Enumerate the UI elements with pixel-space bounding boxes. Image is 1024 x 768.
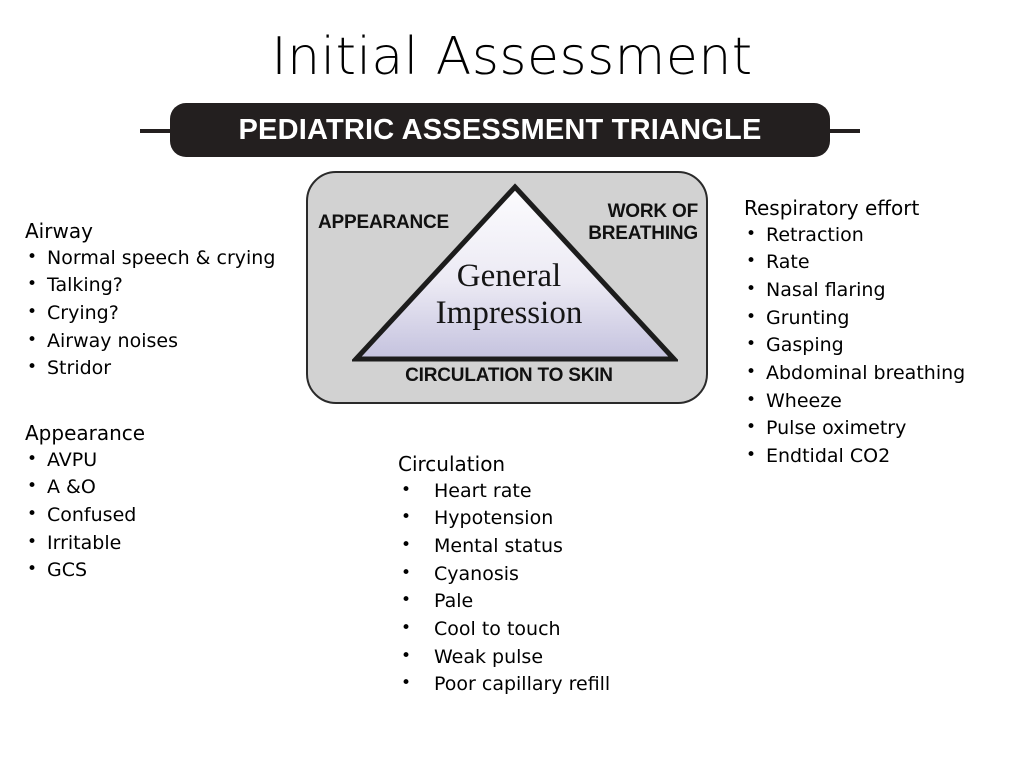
- page-title: Initial Assessment: [271, 27, 753, 87]
- list-item: Talking?: [25, 272, 275, 300]
- list-item: Irritable: [25, 530, 145, 558]
- section-circulation-heading: Circulation: [398, 452, 506, 476]
- list-item: GCS: [25, 557, 145, 585]
- banner-dash-right-icon: [826, 129, 860, 133]
- pat-banner-label: PEDIATRIC ASSESSMENT TRIANGLE: [238, 113, 762, 146]
- list-item: Cyanosis: [398, 561, 610, 589]
- pat-banner: PEDIATRIC ASSESSMENT TRIANGLE: [170, 103, 830, 157]
- list-item: Pale: [398, 588, 610, 616]
- list-item: Retraction: [744, 222, 965, 250]
- list-item: Gasping: [744, 332, 965, 360]
- list-item: AVPU: [25, 447, 145, 475]
- list-item: Normal speech & crying: [25, 245, 275, 273]
- section-appearance-list: AVPU A &O Confused Irritable GCS: [25, 447, 145, 585]
- section-appearance-heading: Appearance: [25, 421, 146, 445]
- list-item: Wheeze: [744, 388, 965, 416]
- list-item: Mental status: [398, 533, 610, 561]
- diagram-label-work-of-breathing: WORK OF BREATHING: [588, 201, 698, 244]
- section-respiratory-effort-list: Retraction Rate Nasal flaring Grunting G…: [744, 222, 965, 471]
- pat-banner-group: PEDIATRIC ASSESSMENT TRIANGLE: [140, 103, 860, 157]
- list-item: Endtidal CO2: [744, 443, 965, 471]
- list-item: A &O: [25, 474, 145, 502]
- section-airway-heading: Airway: [25, 219, 93, 243]
- section-respiratory-effort: Respiratory effort Retraction Rate Nasal…: [744, 195, 965, 471]
- section-circulation: Circulation Heart rate Hypotension Menta…: [398, 451, 610, 699]
- section-circulation-list: Heart rate Hypotension Mental status Cya…: [398, 478, 610, 699]
- list-item: Rate: [744, 249, 965, 277]
- section-appearance: Appearance AVPU A &O Confused Irritable …: [25, 420, 145, 585]
- pat-diagram: APPEARANCE WORK OF BREATHING General Imp…: [306, 171, 708, 404]
- triangle-shape-icon: [352, 183, 678, 362]
- section-airway-list: Normal speech & crying Talking? Crying? …: [25, 245, 275, 383]
- list-item: Nasal flaring: [744, 277, 965, 305]
- list-item: Poor capillary refill: [398, 671, 610, 699]
- list-item: Weak pulse: [398, 644, 610, 672]
- list-item: Heart rate: [398, 478, 610, 506]
- banner-dash-left-icon: [140, 129, 174, 133]
- list-item: Confused: [25, 502, 145, 530]
- list-item: Airway noises: [25, 328, 275, 356]
- list-item: Abdominal breathing: [744, 360, 965, 388]
- section-airway: Airway Normal speech & crying Talking? C…: [25, 218, 275, 383]
- list-item: Cool to touch: [398, 616, 610, 644]
- list-item: Pulse oximetry: [744, 415, 965, 443]
- diagram-label-circulation-to-skin: CIRCULATION TO SKIN: [405, 365, 613, 386]
- list-item: Grunting: [744, 305, 965, 333]
- list-item: Crying?: [25, 300, 275, 328]
- section-respiratory-effort-heading: Respiratory effort: [744, 196, 920, 220]
- diagram-label-appearance: APPEARANCE: [318, 212, 450, 233]
- list-item: Hypotension: [398, 505, 610, 533]
- list-item: Stridor: [25, 355, 275, 383]
